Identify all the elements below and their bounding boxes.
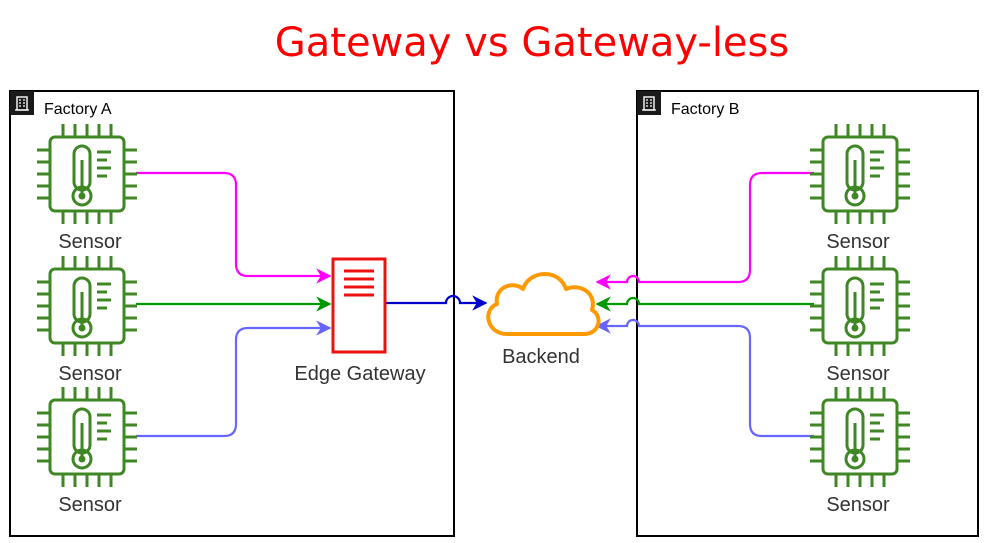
factory-a-container: Factory A — [9, 90, 455, 537]
sensor-icon — [35, 385, 139, 489]
connector-gateway-to-backend — [386, 294, 488, 311]
sensor-icon — [808, 385, 912, 489]
sensor-icon — [808, 254, 912, 358]
server-icon — [331, 257, 387, 354]
edge-gateway-label: Edge Gateway — [294, 363, 425, 385]
diagram-title: Gateway vs Gateway-less — [275, 20, 789, 66]
factory-b-label: Factory B — [671, 101, 739, 118]
cloud-icon — [486, 272, 601, 336]
sensor-label: Sensor — [58, 494, 122, 516]
sensor-icon — [808, 122, 912, 226]
sensor-label: Sensor — [826, 231, 890, 253]
connector-sensor-b3-to-backend — [595, 318, 814, 438]
connector-sensor-b1-to-backend — [595, 171, 814, 290]
sensor-label: Sensor — [58, 363, 122, 385]
sensor-label: Sensor — [58, 231, 122, 253]
sensor-label: Sensor — [826, 363, 890, 385]
sensor-label: Sensor — [826, 494, 890, 516]
connector-sensor-a1-to-gateway — [136, 171, 332, 284]
factory-a-label: Factory A — [44, 101, 112, 118]
connector-sensor-b2-to-backend — [595, 296, 814, 312]
sensor-icon — [35, 122, 139, 226]
backend-label: Backend — [502, 346, 580, 368]
sensor-icon — [35, 254, 139, 358]
backend-node: Backend — [486, 272, 601, 368]
building-icon — [9, 90, 35, 116]
connector-sensor-a3-to-gateway — [136, 320, 332, 438]
building-icon — [636, 90, 662, 116]
edge-gateway-node: Edge Gateway — [294, 257, 426, 385]
factory-b-container: Factory B — [636, 90, 979, 537]
